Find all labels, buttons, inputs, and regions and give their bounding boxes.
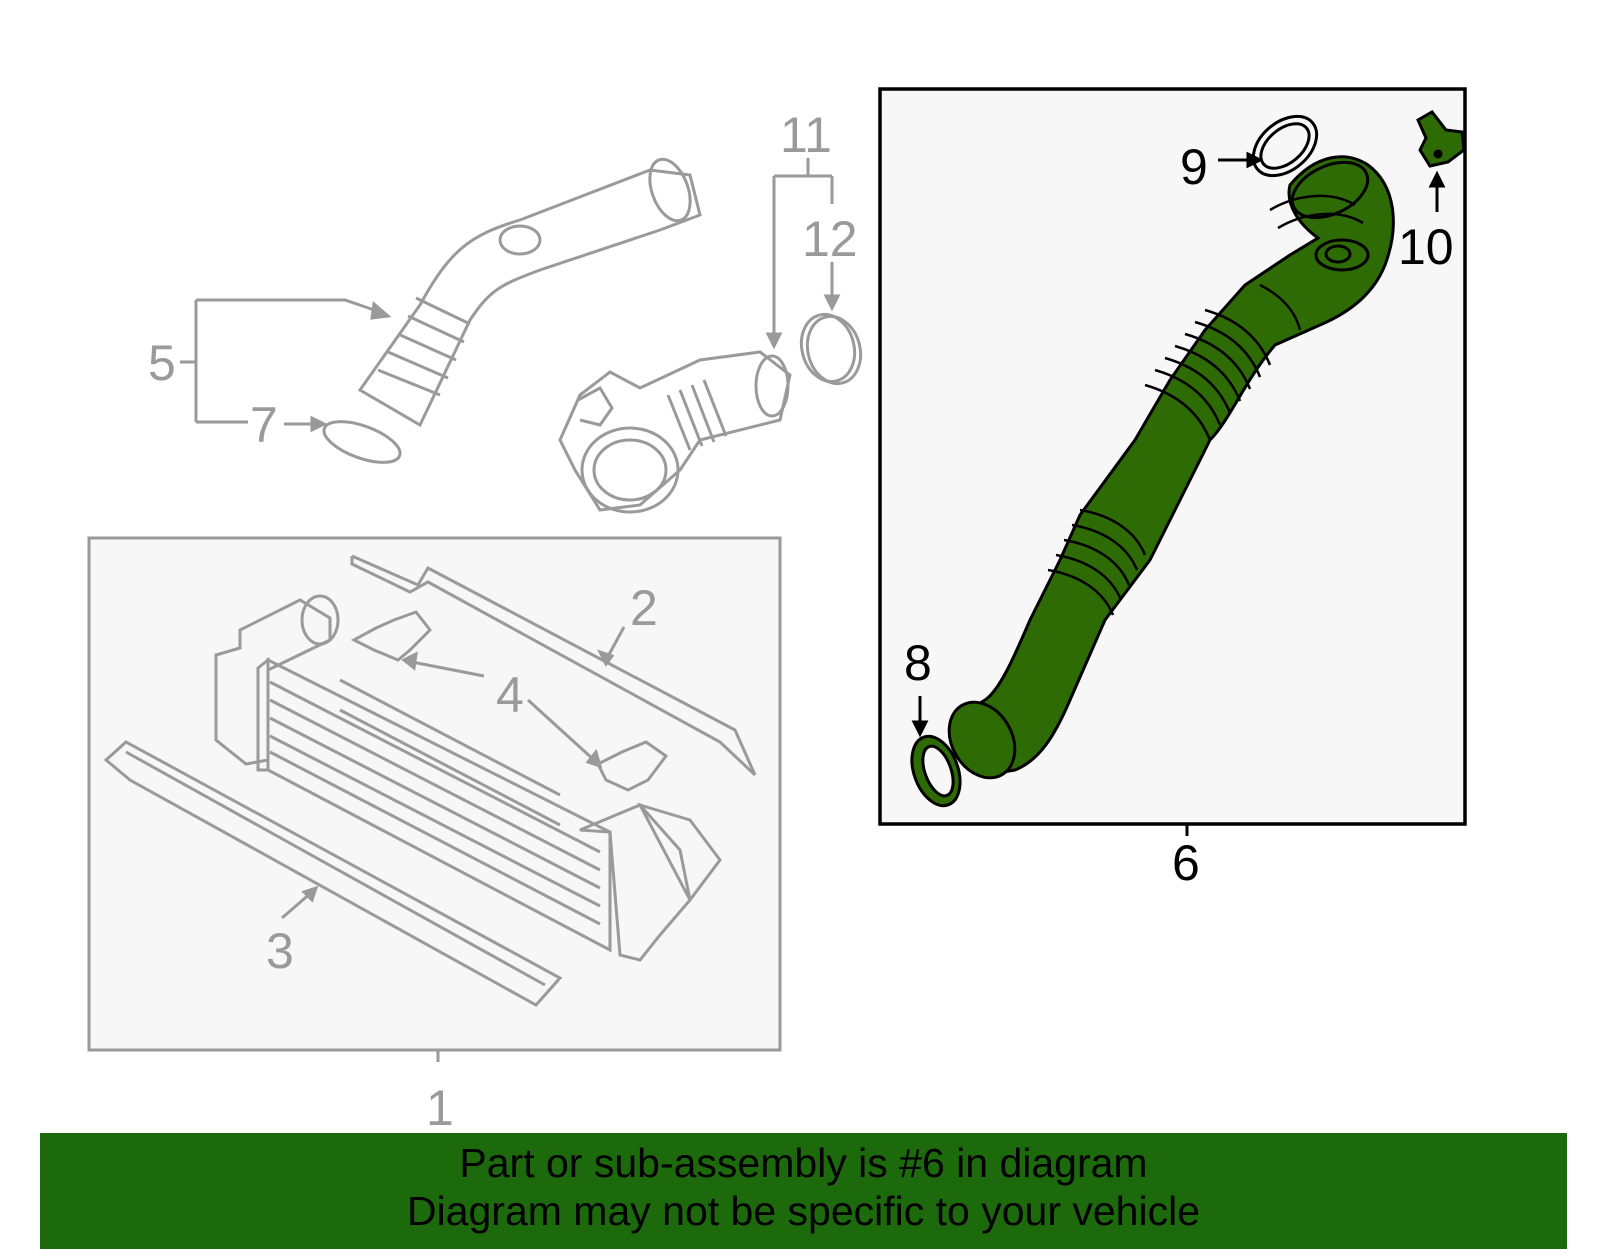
mounting-brackets (350, 610, 669, 792)
highlight-banner: Part or sub-assembly is #6 in diagram Di… (40, 1133, 1567, 1249)
callout-10: 10 (1398, 219, 1454, 275)
callout-5-bracket (180, 298, 392, 424)
callout-2: 2 (630, 580, 658, 636)
banner-line-1: Part or sub-assembly is #6 in diagram (459, 1140, 1148, 1186)
callout-11: 11 (780, 107, 832, 163)
callout-8: 8 (904, 635, 932, 691)
callout-5: 5 (148, 335, 176, 391)
intake-hose-highlight (947, 155, 1395, 780)
banner-line-2: Diagram may not be specific to your vehi… (406, 1188, 1200, 1234)
o-ring-9 (1218, 114, 1319, 178)
callout-1: 1 (426, 1080, 454, 1136)
callout-3: 3 (266, 923, 294, 979)
upper-mounting-strip (350, 554, 757, 777)
callout-12: 12 (802, 211, 858, 267)
intercooler-assembly-box (87, 536, 782, 1062)
intercooler-core (214, 594, 722, 962)
o-ring-7 (284, 415, 402, 464)
callout-7: 7 (250, 397, 278, 453)
intake-elbow (558, 350, 792, 514)
lower-mounting-strip (103, 740, 563, 1007)
callout-9: 9 (1180, 139, 1208, 195)
seal-8 (910, 696, 962, 808)
callout-11-12-leaders (765, 158, 841, 350)
callout-4: 4 (496, 667, 524, 723)
charge-air-pipe (357, 157, 702, 428)
hose-clamp-12 (799, 312, 863, 386)
callout-6: 6 (1172, 835, 1200, 891)
hose-corrugations (1047, 194, 1364, 616)
sensor-10 (1416, 110, 1466, 212)
